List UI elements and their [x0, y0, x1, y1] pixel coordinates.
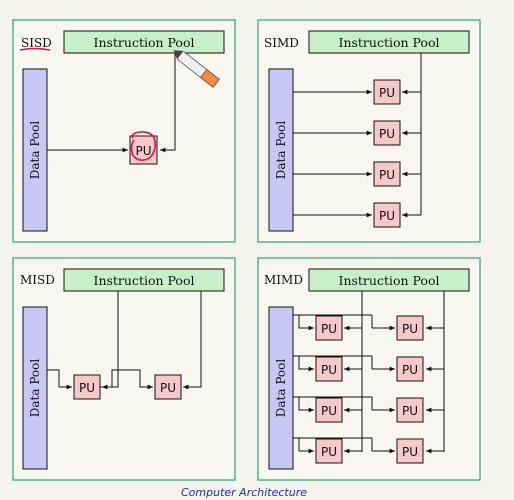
mimd-pu-l2 — [315, 356, 343, 382]
mimd-pu-l1 — [315, 315, 343, 341]
misd-data-pool-label: Data Pool — [28, 359, 42, 418]
mimd-pu-l3 — [315, 397, 343, 423]
misd-pu-1 — [73, 374, 101, 400]
mimd-data-pool — [268, 306, 294, 470]
mimd-pu-l4 — [315, 438, 343, 464]
sisd-data-pool-label: Data Pool — [28, 121, 42, 180]
mimd-data-pool-label: Data Pool — [274, 359, 288, 418]
mimd-pu-r2-label: PU — [402, 363, 418, 377]
simd-panel: SIMD Instruction Pool Data Pool PU PU PU… — [257, 19, 481, 243]
misd-pu-2 — [154, 374, 182, 400]
sisd-pu-label: PU — [135, 144, 151, 158]
sisd-instruction-pool-label: Instruction Pool — [94, 35, 195, 50]
misd-instruction-pool — [63, 268, 225, 292]
mimd-pu-r1 — [396, 315, 424, 341]
sisd-panel: SISD Instruction Pool Data Pool PU — [12, 19, 236, 243]
simd-pu-1 — [373, 79, 401, 105]
mimd-pu-l3-label: PU — [321, 404, 337, 418]
misd-panel: MISD Instruction Pool Data Pool PU PU — [12, 257, 236, 481]
mimd-panel: MIMD Instruction Pool Data Pool — [257, 257, 481, 481]
misd-data-pool — [22, 306, 48, 470]
misd-instruction-pool-label: Instruction Pool — [94, 273, 195, 288]
mimd-pu-r2 — [396, 356, 424, 382]
pen-icon — [173, 50, 220, 88]
mimd-pu-l4-label: PU — [321, 445, 337, 459]
misd-title: MISD — [20, 273, 55, 287]
simd-pu-3-label: PU — [379, 168, 395, 182]
annotation-underline — [19, 47, 51, 51]
mimd-instruction-pool — [308, 268, 470, 292]
simd-data-pool-label: Data Pool — [274, 121, 288, 180]
simd-pu-3 — [373, 161, 401, 187]
sisd-title: SISD — [21, 36, 52, 50]
mimd-title: MIMD — [264, 273, 303, 287]
mimd-pu-r1-label: PU — [402, 322, 418, 336]
simd-instruction-pool — [308, 30, 470, 54]
mimd-pu-r3-label: PU — [402, 404, 418, 418]
mimd-pu-l1-label: PU — [321, 322, 337, 336]
mimd-pu-r3 — [396, 397, 424, 423]
sisd-instruction-pool — [63, 30, 225, 54]
simd-pu-2 — [373, 120, 401, 146]
simd-instruction-pool-label: Instruction Pool — [339, 35, 440, 50]
annotation-circle — [130, 131, 156, 161]
simd-pu-1-label: PU — [379, 86, 395, 100]
simd-pu-4 — [373, 202, 401, 228]
misd-pu-1-label: PU — [79, 381, 95, 395]
simd-pu-2-label: PU — [379, 127, 395, 141]
mimd-pu-r4-label: PU — [402, 445, 418, 459]
misd-pu-2-label: PU — [160, 381, 176, 395]
simd-data-pool — [268, 68, 294, 232]
simd-pu-4-label: PU — [379, 209, 395, 223]
mimd-instruction-pool-label: Instruction Pool — [339, 273, 440, 288]
mimd-pu-r4 — [396, 438, 424, 464]
mimd-pu-l2-label: PU — [321, 363, 337, 377]
footer-title: Computer Architecture — [181, 486, 307, 499]
simd-title: SIMD — [264, 36, 299, 50]
